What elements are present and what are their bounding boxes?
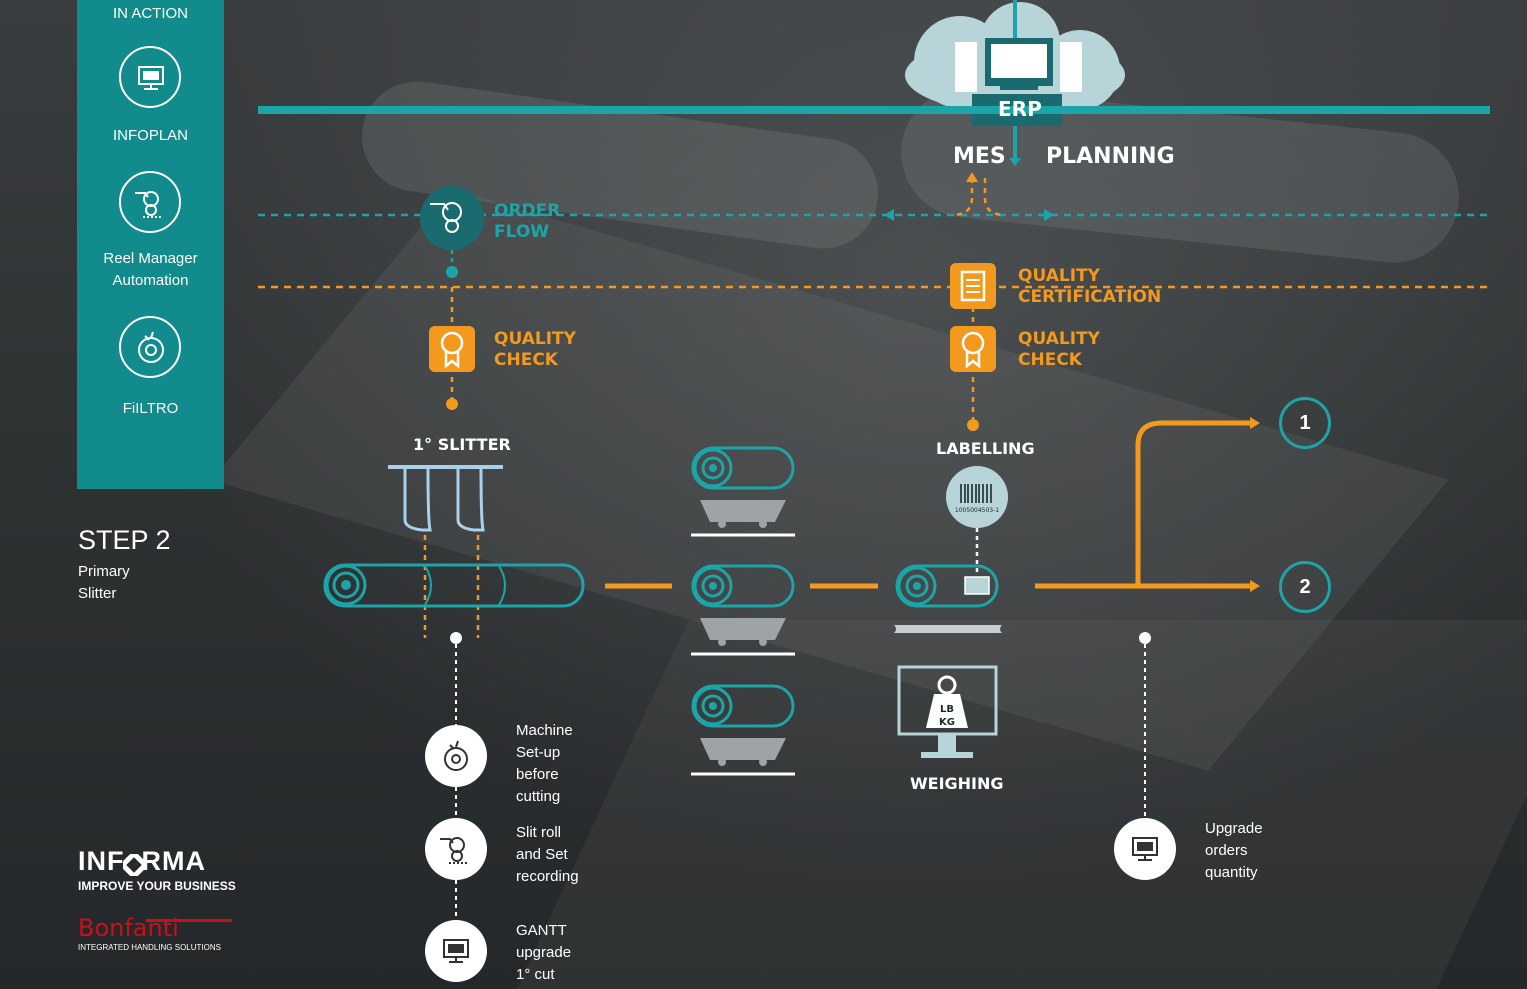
quality-certification-line1: QUALITY	[1018, 266, 1100, 286]
gantt-note: GANTT upgrade 1° cut	[516, 920, 571, 986]
scale-unit-lb: LB	[940, 704, 954, 715]
informa-tagline: IMPROVE YOUR BUSINESS	[78, 879, 236, 893]
informa-logo: INF RMA	[78, 846, 206, 880]
machine-setup-note: Machine Set-up before cutting	[516, 720, 573, 808]
order-flow-label: ORDER FLOW	[494, 201, 560, 243]
labelling-label: LABELLING	[936, 439, 1035, 458]
monitor-icon[interactable]	[119, 46, 181, 108]
note-line: Set-up	[516, 744, 561, 761]
reel-manager-icon[interactable]	[119, 171, 181, 233]
sidebar-item-reel-manager[interactable]: Reel Manager Automation	[103, 250, 198, 289]
sidebar-item-filtro[interactable]: FiILTRO	[122, 400, 179, 417]
barcode-icon	[946, 466, 1008, 528]
quality-check-right-line1: QUALITY	[1018, 329, 1100, 349]
barcode-number: 1005004503-1	[955, 507, 999, 514]
quality-check-right-line2: CHECK	[1018, 350, 1082, 370]
note-line: 1° cut	[516, 966, 555, 983]
note-line: upgrade	[516, 944, 572, 961]
sidebar: IN ACTION INFOPLAN Reel Manager Automati…	[77, 0, 224, 489]
weighing-scale	[886, 624, 1010, 758]
quality-check-left-icon	[429, 326, 475, 372]
note-line: recording	[516, 868, 579, 885]
note-line: cutting	[516, 788, 561, 805]
output-2-badge: 2	[1279, 561, 1331, 613]
machine-setup-icon	[425, 725, 487, 787]
note-line: quantity	[1205, 864, 1258, 881]
step-subtitle: Primary Slitter	[78, 561, 130, 605]
slitter-roll	[323, 563, 585, 608]
note-line: and Set	[516, 846, 568, 863]
filtro-icon[interactable]	[119, 316, 181, 378]
slit-roll-icon	[425, 818, 487, 880]
quality-check-right-icon	[950, 326, 996, 372]
quality-check-left-label: QUALITY CHECK	[494, 329, 576, 371]
sidebar-item-infoplan[interactable]: INFOPLAN	[112, 127, 188, 144]
step-subtitle-line2: Slitter	[78, 585, 117, 602]
note-line: Slit roll	[516, 824, 562, 841]
note-line: Upgrade	[1205, 820, 1263, 837]
upgrade-orders-note: Upgrade orders quantity	[1205, 818, 1263, 884]
quality-check-right-label: QUALITY CHECK	[1018, 329, 1100, 371]
quality-certification-label: QUALITY CERTIFICATION	[1018, 266, 1161, 308]
upgrade-orders-icon	[1114, 818, 1176, 880]
order-flow-icon	[420, 186, 484, 250]
bonfanti-logo: Bonfanti	[78, 914, 179, 942]
bonfanti-tagline: INTEGRATED HANDLING SOLUTIONS	[78, 943, 221, 952]
erp-cloud	[905, 2, 1125, 126]
mes-label: MES	[953, 144, 1006, 169]
trolley-roll-1	[691, 446, 795, 537]
quality-check-left-line2: CHECK	[494, 350, 558, 370]
trolley-roll-2	[691, 564, 795, 656]
slitter-icon	[388, 465, 503, 532]
trolley-roll-3	[691, 684, 795, 776]
bonfanti-underline	[146, 919, 232, 922]
order-flow-line2: FLOW	[494, 222, 550, 242]
labelled-roll	[895, 564, 999, 608]
order-flow-line1: ORDER	[494, 201, 561, 221]
quality-check-left-line1: QUALITY	[494, 329, 576, 349]
note-line: orders	[1205, 842, 1248, 859]
scale-unit-kg: KG	[939, 717, 955, 728]
step-subtitle-line1: Primary	[78, 563, 130, 580]
note-line: Machine	[516, 722, 573, 739]
informa-logo-mark	[119, 850, 149, 880]
weighing-label: WEIGHING	[910, 774, 1004, 793]
erp-label: ERP	[998, 97, 1042, 121]
slitter-label: 1° SLITTER	[413, 435, 511, 454]
note-line: GANTT	[516, 922, 567, 939]
planning-label: PLANNING	[1046, 144, 1175, 169]
step-title: STEP 2	[78, 525, 171, 555]
slit-roll-note: Slit roll and Set recording	[516, 822, 579, 888]
note-line: before	[516, 766, 559, 783]
output-1-badge: 1	[1279, 397, 1331, 449]
quality-certification-line2: CERTIFICATION	[1018, 287, 1162, 307]
sidebar-header: IN ACTION	[112, 5, 188, 22]
gantt-icon	[425, 920, 487, 982]
